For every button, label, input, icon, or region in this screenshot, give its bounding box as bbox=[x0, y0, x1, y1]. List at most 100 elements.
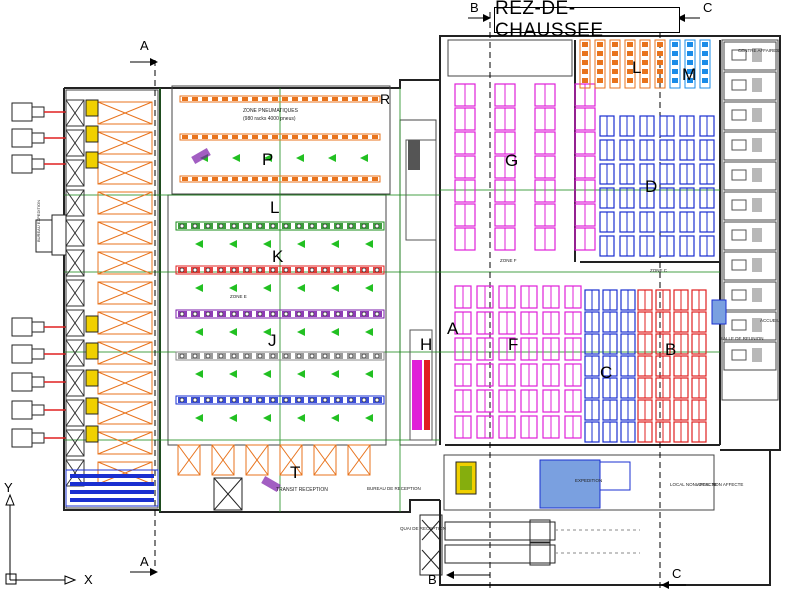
zone-kj-arrow-1-0 bbox=[195, 284, 203, 292]
office-room-7 bbox=[723, 251, 777, 281]
dock-box-11 bbox=[97, 431, 153, 455]
zone-kj-dot-2-11 bbox=[322, 311, 328, 317]
dock-box-4 bbox=[97, 221, 153, 245]
zone-p-cell-2-4 bbox=[222, 177, 228, 181]
zone-kj-dot-0-10 bbox=[309, 223, 315, 229]
zone-p-cell-1-10 bbox=[282, 135, 288, 139]
zone-lm-cell-3-4 bbox=[627, 78, 633, 83]
zone-kj-arrow-2-4 bbox=[331, 328, 339, 336]
zone-p-cell-2-18 bbox=[362, 177, 368, 181]
dock-box-x2-9 bbox=[97, 371, 153, 395]
yellow-cell-0 bbox=[85, 99, 99, 117]
zone-kj-dot-0-4 bbox=[231, 223, 237, 229]
zone-lm-racks bbox=[579, 39, 711, 89]
zone-kj-arrow-0-4 bbox=[331, 240, 339, 248]
zone-lm-cell-0-1 bbox=[582, 51, 588, 56]
truck-cab-3 bbox=[31, 321, 45, 333]
zone-lm-cell-6-4 bbox=[672, 78, 678, 83]
dock-bay-x2-6 bbox=[65, 279, 85, 307]
transit-bay-x2-4 bbox=[313, 444, 337, 476]
dock-bay-5 bbox=[65, 249, 85, 277]
section-marker-b-bottom: B bbox=[428, 571, 490, 587]
dock-blue-strip-0 bbox=[70, 474, 154, 478]
section-marker-a-top: A bbox=[130, 38, 158, 66]
zone-kj-dot-3-4 bbox=[231, 353, 237, 359]
office-chair-2 bbox=[752, 108, 762, 122]
zone-p-cell-1-14 bbox=[322, 135, 328, 139]
dock-box-x2-12 bbox=[97, 461, 153, 485]
zone-letter-m: M bbox=[682, 65, 696, 84]
section-marker-a-bottom: A bbox=[130, 554, 158, 576]
zone-kj-dot-3-0 bbox=[179, 353, 185, 359]
transit-bay-4 bbox=[313, 444, 337, 476]
zone-lm-cell-5-1 bbox=[657, 51, 663, 56]
transit-bay-x2-2 bbox=[245, 444, 269, 476]
zone-kj-dot-4-5 bbox=[244, 397, 250, 403]
zone-lm-cell-8-0 bbox=[702, 42, 708, 47]
svg-text:C: C bbox=[672, 566, 681, 581]
dock-box-x2-7 bbox=[97, 311, 153, 335]
zone-kj-dot-4-2 bbox=[205, 397, 211, 403]
dock-bay-6 bbox=[65, 279, 85, 307]
zone-p-arrow-4 bbox=[328, 154, 336, 162]
truck-5 bbox=[11, 372, 33, 392]
zone-p-rack-row-0 bbox=[179, 95, 381, 103]
zone-kj-dot-1-15 bbox=[374, 267, 380, 273]
zone-kj-dot-3-7 bbox=[270, 353, 276, 359]
zone-kj-dot-0-0 bbox=[179, 223, 185, 229]
zone-p-cell-0-18 bbox=[362, 97, 368, 101]
zone-kj-dot-4-1 bbox=[192, 397, 198, 403]
dock-blue-zone bbox=[65, 469, 159, 507]
office-chair-8 bbox=[752, 288, 762, 302]
zone-kj-dot-3-12 bbox=[335, 353, 341, 359]
zone-lm-cell-2-4 bbox=[612, 78, 618, 83]
dock-blue-strip-3 bbox=[70, 498, 154, 502]
zone-p-cell-1-6 bbox=[242, 135, 248, 139]
zone-lm-rack-0 bbox=[579, 39, 591, 89]
truck-cab-1 bbox=[31, 132, 45, 144]
zone-letter-p: P bbox=[262, 150, 273, 169]
zone-kj-arrow-2-2 bbox=[263, 328, 271, 336]
zone-p-cell-2-9 bbox=[272, 177, 278, 181]
label-pneus-capacity: (980 racks 4000 pneus) bbox=[243, 116, 296, 122]
zone-kj-arrow-3-2 bbox=[263, 370, 271, 378]
truck-1 bbox=[11, 128, 33, 148]
zone-lm-cell-8-3 bbox=[702, 69, 708, 74]
dock-bay-x2-4 bbox=[65, 219, 85, 247]
zone-kj-row-4 bbox=[175, 395, 385, 405]
dock-bay-x2-10 bbox=[65, 399, 85, 427]
zone-p-cell-2-14 bbox=[322, 177, 328, 181]
zone-lm-cell-4-0 bbox=[642, 42, 648, 47]
zone-p-cell-1-19 bbox=[372, 135, 378, 139]
dock-box-x2-3 bbox=[97, 191, 153, 215]
office-room-9 bbox=[723, 311, 777, 341]
zone-p-cell-2-12 bbox=[302, 177, 308, 181]
yellow-cell-4 bbox=[85, 342, 99, 360]
zone-kj-dot-0-1 bbox=[192, 223, 198, 229]
zone-lm-cell-6-3 bbox=[672, 69, 678, 74]
loading-trucks bbox=[11, 102, 66, 448]
zone-kj-dot-4-8 bbox=[283, 397, 289, 403]
dock-box-x2-0 bbox=[97, 101, 153, 125]
zone-kj-dot-3-13 bbox=[348, 353, 354, 359]
zone-p-cell-2-5 bbox=[232, 177, 238, 181]
zone-lm-cell-5-0 bbox=[657, 42, 663, 47]
dock-bay-x2-7 bbox=[65, 309, 85, 337]
dock-box-3 bbox=[97, 191, 153, 215]
zone-letter-c: C bbox=[600, 363, 612, 382]
label-centre-affaires: CENTRE AFFAIRES bbox=[738, 48, 779, 53]
zone-kj-dot-2-1 bbox=[192, 311, 198, 317]
zone-kj-dot-0-5 bbox=[244, 223, 250, 229]
section-marker-c-bottom: C bbox=[661, 566, 686, 589]
office-room-1 bbox=[723, 71, 777, 101]
zone-kj-dot-3-3 bbox=[218, 353, 224, 359]
small-labels: ZONE PNEUMATIQUES (980 racks 4000 pneus)… bbox=[36, 48, 780, 531]
zone-lm-cell-1-3 bbox=[597, 69, 603, 74]
zone-kj-dot-1-10 bbox=[309, 267, 315, 273]
zone-p-cell-0-16 bbox=[342, 97, 348, 101]
zone-kj-arrow-1-5 bbox=[365, 284, 373, 292]
transit-bay-5 bbox=[347, 444, 371, 476]
zone-kj-arrow-0-5 bbox=[365, 240, 373, 248]
truck-0 bbox=[11, 102, 33, 122]
office-chair-10 bbox=[752, 348, 762, 362]
